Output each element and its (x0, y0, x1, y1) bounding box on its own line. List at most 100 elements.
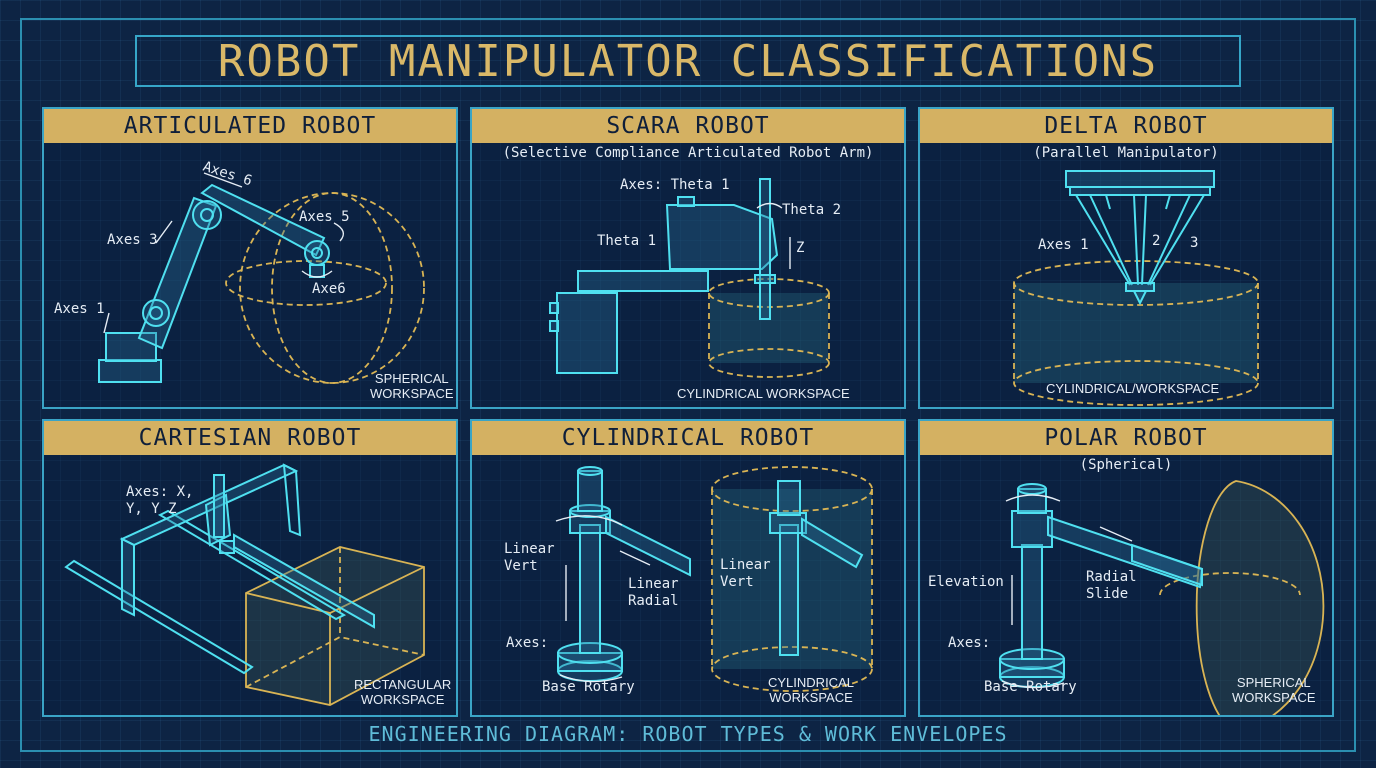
label-axes: Axes: (948, 635, 991, 651)
gantry-leg-left (121, 537, 135, 617)
panel-delta: DELTA ROBOT (Parallel Manipulator) Axes … (918, 107, 1334, 409)
workspace-line-2: WORKSPACE (360, 692, 445, 707)
workspace-line-1: CYLINDRICAL (768, 675, 854, 690)
page-title: ROBOT MANIPULATOR CLASSIFICATIONS (217, 35, 1159, 87)
workspace-bottom (1013, 360, 1259, 406)
ws-arm (801, 517, 864, 569)
label-axes: Axes: (506, 635, 549, 651)
rotary-arrow (1005, 494, 1061, 502)
column-cap (577, 470, 603, 512)
label-radial-slide: Radial Slide (1086, 569, 1137, 603)
wrist-joint-inner (311, 247, 323, 259)
workspace-line-1: CYLINDRICAL/WORKSPACE (1046, 381, 1220, 396)
robot-upper-arm (200, 183, 326, 257)
workspace-line-2: WORKSPACE (1232, 690, 1316, 705)
robot-waist (105, 332, 157, 362)
radial-slide-arrow (1099, 526, 1133, 542)
workspace-label: CYLINDRICAL/WORKSPACE (1046, 381, 1219, 396)
end-platform (1125, 282, 1155, 292)
delta-robot-illustration (1013, 170, 1259, 406)
elbow-joint (192, 200, 222, 230)
workspace-bottom (708, 348, 830, 378)
panel-header: ARTICULATED ROBOT (44, 109, 456, 143)
label-line-1: Linear (720, 557, 771, 573)
axis6-arrow (203, 172, 243, 188)
workspace-hemisphere (1195, 480, 1325, 715)
ws-column (779, 524, 799, 656)
workspace-line-1: CYLINDRICAL WORKSPACE (677, 386, 850, 401)
tool-head (219, 540, 235, 554)
ws-collar (769, 512, 807, 534)
label-axis-3: 3 (1190, 235, 1199, 251)
rotary-arrow (555, 515, 623, 526)
z-axis-column (213, 474, 225, 538)
workspace-box-edges (245, 566, 425, 705)
parallel-arm-3 (1147, 194, 1205, 286)
workspace-line-1: RECTANGULAR (354, 677, 452, 692)
workspace-label: SPHERICAL WORKSPACE (1232, 675, 1316, 705)
label-linear-radial: Linear Radial (628, 576, 679, 610)
radial-arm (605, 515, 691, 577)
label-elevation: Elevation (928, 574, 1004, 590)
label-theta2: Theta 2 (782, 202, 842, 218)
base-port-2 (549, 320, 559, 332)
title-banner: ROBOT MANIPULATOR CLASSIFICATIONS (135, 35, 1241, 87)
articulated-robot-illustration (98, 172, 425, 384)
label-theta1: Theta 1 (597, 233, 657, 249)
base-port (549, 302, 559, 314)
robot-base (98, 359, 162, 383)
workspace-line-2: WORKSPACE (769, 690, 853, 705)
linear-radial-arrow (619, 550, 651, 566)
workspace-line-2: WORKSPACE (370, 386, 454, 401)
elbow-joint-inner (200, 208, 214, 222)
axis1-arrow (103, 312, 110, 334)
workspace-line-1: SPHERICAL (1236, 675, 1311, 690)
workspace-box-hidden (245, 547, 425, 688)
shoulder-joint (142, 299, 170, 327)
label-axes-1: Axes 1 (54, 301, 105, 317)
scara-robot-illustration (549, 178, 830, 378)
label-line-1: Axes: X, (126, 484, 194, 500)
joint-cap (677, 196, 695, 207)
label-base-rotary: Base Rotary (984, 679, 1077, 695)
cartesian-robot-illustration (64, 463, 425, 706)
top-plate-lower (1069, 186, 1211, 196)
workspace-meridian (271, 192, 393, 384)
axis5-arrow (333, 222, 345, 242)
cylindrical-robot-illustration (555, 466, 873, 692)
panel-title: SCARA ROBOT (606, 113, 770, 139)
label-axes-1: Axes 1 (1038, 237, 1089, 253)
vertical-column (1021, 544, 1043, 660)
label-axes-3: Axes 3 (107, 232, 158, 248)
y-axis-arm (233, 533, 375, 629)
spindle-collar (754, 274, 776, 284)
panel-header: SCARA ROBOT (472, 109, 904, 143)
panel-articulated: ARTICULATED ROBOT (42, 107, 458, 409)
axis3-arrow (155, 220, 173, 244)
label-axis-2: 2 (1152, 233, 1161, 249)
rail-left (64, 559, 254, 675)
panel-cylindrical: CYLINDRICAL ROBOT (470, 419, 906, 717)
pivot-cap-top (1017, 483, 1047, 495)
label-z: Z (796, 240, 805, 256)
label-axe6: Axe6 (312, 281, 346, 297)
axe6-arrow (301, 270, 333, 278)
label-linear-vert: Linear Vert (504, 541, 555, 575)
label-ws-linear-vert: Linear Vert (720, 557, 771, 591)
label-line-1: Linear (628, 576, 679, 592)
panel-header: CYLINDRICAL ROBOT (472, 421, 904, 455)
vertical-column (579, 524, 601, 654)
ws-cap (777, 480, 801, 516)
label-line-2: Vert (504, 558, 538, 574)
panel-scara: SCARA ROBOT (Selective Compliance Articu… (470, 107, 906, 409)
panel-header: DELTA ROBOT (920, 109, 1332, 143)
panel-title: DELTA ROBOT (1044, 113, 1208, 139)
outer-frame (20, 18, 1356, 752)
label-line-2: Slide (1086, 586, 1129, 602)
column-cap-top (577, 466, 603, 476)
workspace-sphere (239, 192, 425, 384)
pivot-housing (1011, 510, 1053, 548)
label-line-2: Y, Y Z (126, 501, 177, 517)
robot-base (556, 292, 618, 374)
